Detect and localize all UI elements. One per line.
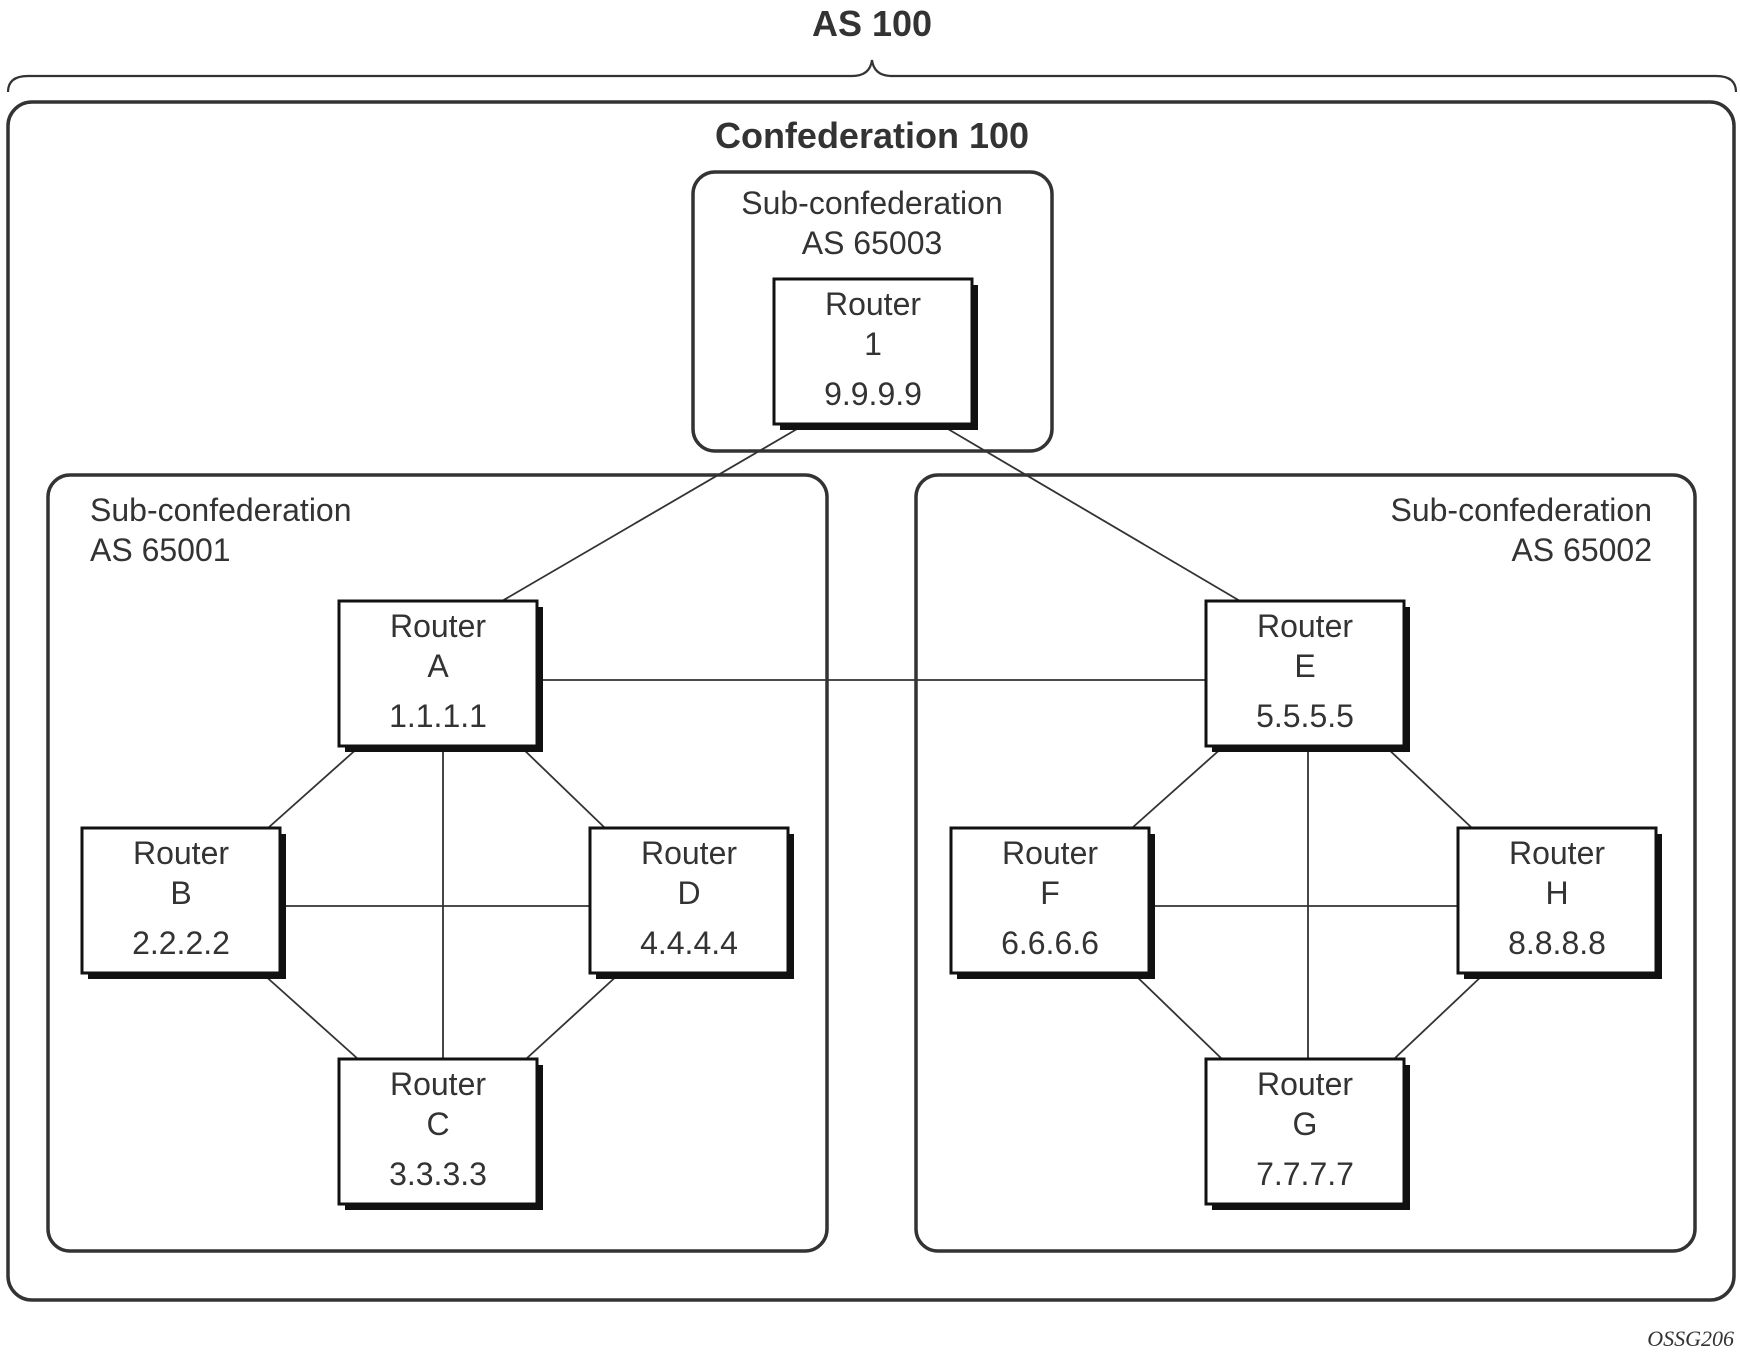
router-name: F — [1040, 875, 1060, 911]
link-rd-rc — [525, 972, 621, 1060]
link-r1-re — [947, 428, 1241, 602]
router-name: D — [677, 875, 700, 911]
router-label: Router — [1002, 835, 1098, 871]
router-ip: 2.2.2.2 — [132, 925, 230, 961]
as-brace — [6, 59, 1738, 93]
router-ip: 8.8.8.8 — [1508, 925, 1606, 961]
router-box — [949, 826, 1151, 975]
subconf-as65001-label-line1: Sub-confederation — [90, 492, 352, 528]
router-label: Router — [133, 835, 229, 871]
router-name: G — [1293, 1106, 1318, 1142]
router-label: Router — [1257, 1066, 1353, 1102]
router-label: Router — [390, 608, 486, 644]
links-layer — [261, 428, 1486, 1060]
link-re-rf — [1131, 745, 1225, 829]
confederation-title: Confederation 100 — [715, 115, 1029, 156]
router-label: Router — [1509, 835, 1605, 871]
router-box — [1456, 826, 1658, 975]
router-label: Router — [1257, 608, 1353, 644]
subconf-as65002-label-line1: Sub-confederation — [1390, 492, 1652, 528]
as-title: AS 100 — [812, 3, 932, 44]
link-rb-rc — [261, 972, 359, 1060]
link-rh-rg — [1393, 972, 1486, 1060]
router-ip: 4.4.4.4 — [640, 925, 738, 961]
router-ip: 1.1.1.1 — [389, 698, 487, 734]
router-ip: 3.3.3.3 — [389, 1156, 487, 1192]
router-name: H — [1545, 875, 1568, 911]
link-ra-rd — [519, 745, 606, 829]
router-name: 1 — [864, 326, 882, 362]
router-label: Router — [390, 1066, 486, 1102]
router-r1[interactable]: Router 1 9.9.9.9 — [772, 277, 978, 430]
router-ip: 6.6.6.6 — [1001, 925, 1099, 961]
router-box — [80, 826, 282, 975]
figure-id: OSSG206 — [1647, 1326, 1734, 1351]
router-ip: 9.9.9.9 — [824, 376, 922, 412]
subconf-as65003-frame — [691, 170, 1054, 453]
router-box — [337, 1057, 539, 1206]
subconf-as65002-label-line2: AS 65002 — [1511, 532, 1652, 568]
subconf-as65001-label-line2: AS 65001 — [90, 532, 231, 568]
link-rf-rg — [1132, 972, 1223, 1060]
subconf-as65003-label-line1: Sub-confederation — [741, 185, 1003, 221]
link-re-rh — [1384, 745, 1473, 829]
router-label: Router — [641, 835, 737, 871]
router-ip: 7.7.7.7 — [1256, 1156, 1354, 1192]
router-name: A — [427, 648, 449, 684]
router-label: Router — [825, 286, 921, 322]
subconf-as65002-frame — [914, 473, 1697, 1253]
router-name: C — [426, 1106, 449, 1142]
router-box — [1204, 1057, 1406, 1206]
link-r1-ra — [501, 428, 798, 602]
link-ra-rb — [267, 745, 361, 829]
router-ip: 5.5.5.5 — [1256, 698, 1354, 734]
subconf-as65001-frame — [46, 473, 829, 1253]
router-box — [588, 826, 790, 975]
router-box — [1204, 599, 1406, 748]
routers-layer: Router19.9.9.9RouterA1.1.1.1RouterB2.2.2… — [80, 277, 1662, 1210]
router-name: B — [170, 875, 191, 911]
confederation-frame — [6, 100, 1736, 1302]
router-name: E — [1294, 648, 1315, 684]
router-box — [772, 277, 974, 426]
router-box — [337, 599, 539, 748]
subconf-as65003-label-line2: AS 65003 — [802, 225, 943, 261]
